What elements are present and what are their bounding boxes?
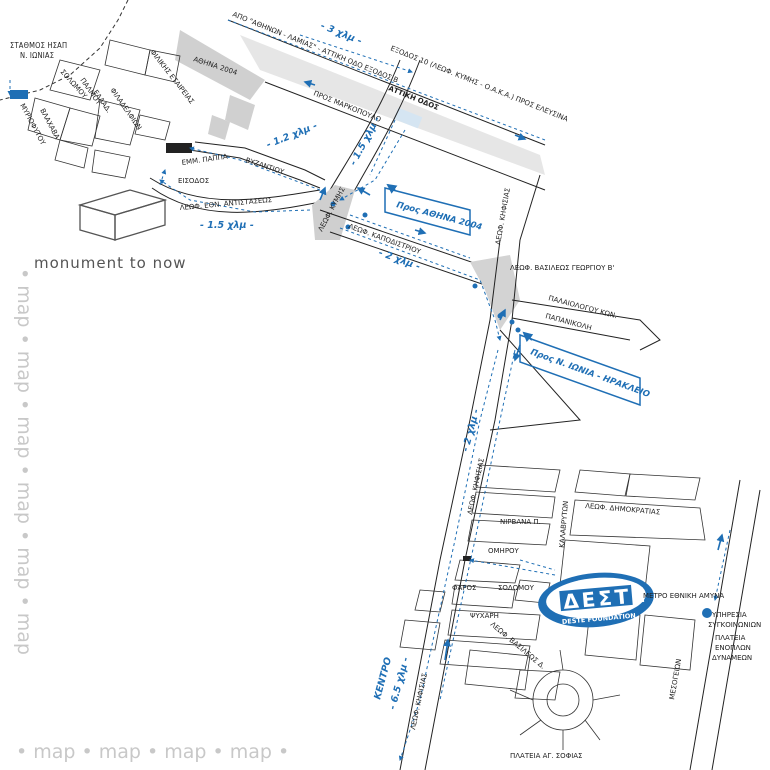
sign-athina2004-text: Προς ΑΘΗΝΑ 2004 [395, 200, 483, 233]
label-kifisias-mid: ΛΕΩΦ. ΚΗΦΙΣΙΑΣ [466, 457, 486, 515]
label-athina2004-top: ΑΘΗΝΑ 2004 [192, 55, 238, 77]
label-vas-georgiou: ΛΕΩΦ. ΒΑΣΙΛΕΩΣ ΓΕΩΡΓΙΟΥ Β' [510, 264, 614, 272]
dist-1-2km: - 1.2 χλμ - [265, 120, 319, 150]
label-kalavrygon: ΚΑΛΑΒΡΥΤΩΝ [558, 501, 570, 549]
station-marker [10, 90, 28, 99]
kapodistriou [319, 209, 520, 330]
label-plateia-enoplon-3: ΔΥΝΑΜΕΩΝ [712, 654, 752, 662]
bottom-grid [399, 464, 706, 701]
label-fillikis: ΦΙΛΙΚΗΣ ΕΤΑΙΡΕΙΑΣ [148, 48, 195, 105]
junction-dots [330, 201, 521, 333]
sign-ionia-text: Προς Ν. ΙΩΝΙΑ - ΗΡΑΚΛΕΙΟ [529, 347, 651, 400]
label-solomou: ΣΟΛΩΜΟΥ [498, 584, 535, 592]
dist-1-5km-a: - 1.5 χλμ - [348, 115, 383, 168]
label-emm-papa: ΕΜΜ. ΠΑΠΠΑ [181, 153, 228, 167]
side-text-vertical: • map • map • map • map • map • map [13, 268, 35, 655]
brand-tagline: monument to now [34, 254, 187, 272]
label-papanikoli: ΠΑΠΑΝΙΚΟΛΗ [544, 312, 592, 332]
side-text-horizontal: • map • map • map • map • [16, 741, 289, 763]
label-lef-kymis: ΛΕΩΦ. ΚΥΜΗΣ [317, 186, 347, 233]
monument-box-icon [77, 189, 168, 241]
label-kifisias-top: ΛΕΩΦ. ΚΗΦΙΣΙΑΣ [494, 187, 512, 245]
sign-athina2004 [384, 183, 471, 236]
label-filadelfion: ΦΙΛΑΔΕΛΦΙΩΝ [108, 87, 143, 132]
roads-topleft [149, 141, 326, 213]
label-plateia-enoplon-2: ΕΝΟΠΛΩΝ [715, 644, 751, 652]
route-arrows [303, 80, 725, 661]
logo-name: ΔΕΣΤΕ [562, 583, 649, 614]
label-kifisias-bot: ΛΕΩΦ. ΚΗΦΙΣΙΑΣ [409, 672, 429, 730]
athina2004-blocks [175, 30, 265, 140]
attiki-odos [227, 19, 546, 191]
label-nirvana: ΝΙΡΒΑΝΑ Π. [500, 518, 541, 526]
label-vasileos: ΛΕΩΦ. ΒΑΣΙΛΕΩΣ Δ. [489, 620, 547, 670]
label-exodos10: ΕΞΟΔΟΣ 10 (ΛΕΩΦ. ΚΥΜΗΣ - Ο.Α.Κ.Α.) ΠΡΟΣ … [389, 44, 569, 123]
label-omirou: ΟΜΗΡΟΥ [488, 547, 520, 555]
dist-2km-b: - 2 χλμ - [460, 408, 482, 453]
route-dashes [7, 19, 731, 761]
label-mesogeion: ΜΕΣΟΓΕΙΩΝ [668, 658, 683, 700]
label-antistaseos: ΛΕΩΦ. ΕΘΝ. ΑΝΤΙΣΤΑΣΕΩΣ [179, 196, 272, 212]
metro-dot [702, 608, 712, 618]
label-attiki-odos: ΑΤΤΙΚΗ ΟΔΟΣ [387, 84, 440, 112]
label-plateia: ΠΛΑΤΕΙΑ ΑΓ. ΣΟΦΙΑΣ [510, 752, 582, 760]
label-ypiresia-1: ΥΠΗΡΕΣΙΑ [711, 611, 747, 619]
dist-1-5km-b: - 1.5 χλμ - [200, 220, 254, 231]
mesogeion [689, 479, 761, 770]
label-apo-athinon: ΑΠΟ "ΑΘΗΝΩΝ - ΛΑΜΙΑΣ" - ΑΤΤΙΚΗ ΟΔΟ ΕΞΟΔΟ… [231, 10, 399, 84]
bottom-building [463, 556, 471, 561]
kifisias-avenue [399, 174, 661, 770]
foundation-building [166, 143, 192, 153]
sign-ionia [519, 331, 641, 407]
label-dimokratias: ΛΕΩΦ. ΔΗΜΟΚΡΑΤΙΑΣ [585, 502, 661, 517]
logo-sub: DESTE FOUNDATION [562, 612, 636, 626]
label-psychari: ΨΥΧΑΡΗ [470, 612, 499, 620]
deste-logo [538, 572, 654, 628]
label-faros: ΦΑΡΟΣ [452, 584, 476, 592]
dist-3km: - 3 χλμ - [319, 21, 364, 48]
label-metro: ΜΕΤΡΟ ΕΘΝΙΚΗ ΑΜΥΝΑ [643, 592, 724, 600]
label-vyzantiou: ΒΥΖΑΝΤΙΟΥ [244, 156, 285, 176]
label-eisodos: ΕΙΣΟΔΟΣ [178, 177, 209, 185]
station-label-2: Ν. ΙΩΝΙΑΣ [20, 51, 54, 60]
label-plateia-enoplon-1: ΠΛΑΤΕΙΑ [715, 634, 746, 642]
plateia-circle [509, 649, 621, 750]
station-label-1: ΣΤΑΘΜΟΣ ΗΣΑΠ [10, 41, 67, 50]
railway-line [0, 0, 129, 101]
blocks-topleft [27, 39, 181, 179]
label-ypiresia-2: ΣΥΓΚΟΙΝΩΝΙΩΝ [708, 621, 761, 629]
